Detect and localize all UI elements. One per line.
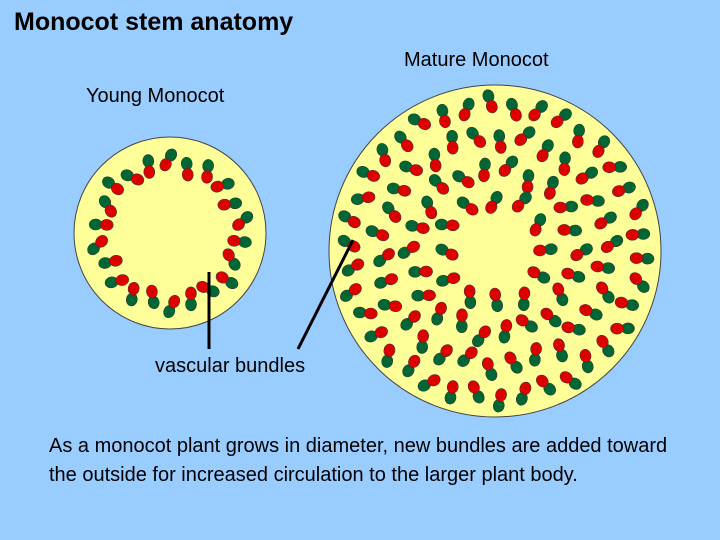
young-monocot-label: Young Monocot	[86, 85, 224, 108]
caption-text: As a monocot plant grows in diameter, ne…	[49, 432, 669, 490]
vascular-bundles-label: vascular bundles	[155, 355, 305, 378]
mature-monocot-label: Mature Monocot	[404, 49, 549, 72]
